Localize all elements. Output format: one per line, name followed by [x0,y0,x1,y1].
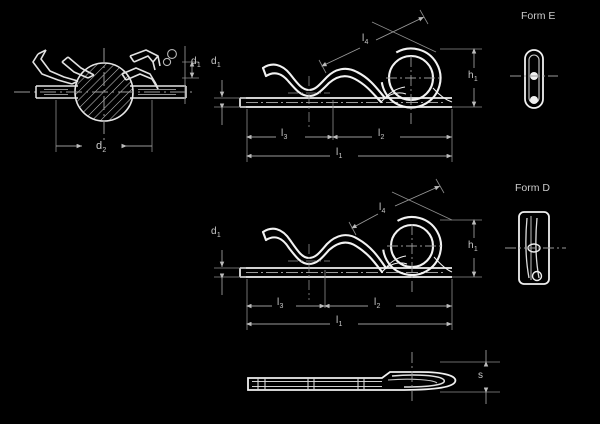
spring-clip-arm-c [261,227,388,274]
dim-d1-end-view [162,46,199,104]
bent-arm-left-mid [61,56,95,79]
right-leg [130,85,187,99]
label-l4-side-d: l4 [379,202,386,215]
label-l3-side-e: l3 [281,128,288,141]
form-e-node-lower [530,96,538,104]
detail-form-d [505,211,566,285]
dim-l4-side-b [318,9,437,74]
view-side-form-e [214,9,482,162]
dim-h1-side-b [440,48,482,108]
label-d1-side-e: d1 [211,56,222,69]
label-l2-side-d: l2 [374,297,381,310]
label-d2-end-view: d2 [96,140,107,155]
bent-arm-right [121,67,159,90]
bent-arm-right-tip [129,49,161,71]
detail-form-e [510,49,558,109]
bent-arm-left [32,49,79,85]
form-d-wire-left [525,217,530,279]
dim-l4-side-c [348,178,453,236]
label-h1-side-e: h1 [468,70,479,83]
view-end-view [14,46,199,152]
plan-loop-contour [391,374,445,388]
spring-clip-arm-b [261,63,387,104]
label-h1-side-d: h1 [468,240,479,253]
dim-d1-side-c [214,250,246,295]
label-s-plan: s [478,370,484,381]
dim-d2-end-view [55,100,153,152]
dim-s-plan [440,350,500,404]
plan-loop-inner [387,378,438,384]
dim-d1-side-b [214,80,246,125]
form-d-end-node [531,270,543,282]
left-leg [35,85,78,99]
dim-chain-side-c [246,270,453,330]
label-d1-side-d: d1 [211,226,222,239]
label-form-e: Form E [521,10,556,22]
dim-h1-side-c [440,219,482,278]
straight-leg-c [239,267,452,278]
form-e-outer [524,49,544,109]
label-form-d: Form D [515,182,550,194]
form-d-wire-right [535,217,540,279]
dim-chain-side-b [246,100,453,162]
label-d1-end-view: d1 [191,56,202,69]
label-l4-side-e: l4 [362,33,369,46]
view-side-form-d [214,178,482,330]
label-l1-side-d: l1 [336,315,343,328]
view-plan [247,350,500,404]
label-l2-side-e: l2 [378,128,385,141]
label-l3-side-d: l3 [277,297,284,310]
plan-outline [247,371,457,391]
label-l1-side-e: l1 [336,147,343,160]
